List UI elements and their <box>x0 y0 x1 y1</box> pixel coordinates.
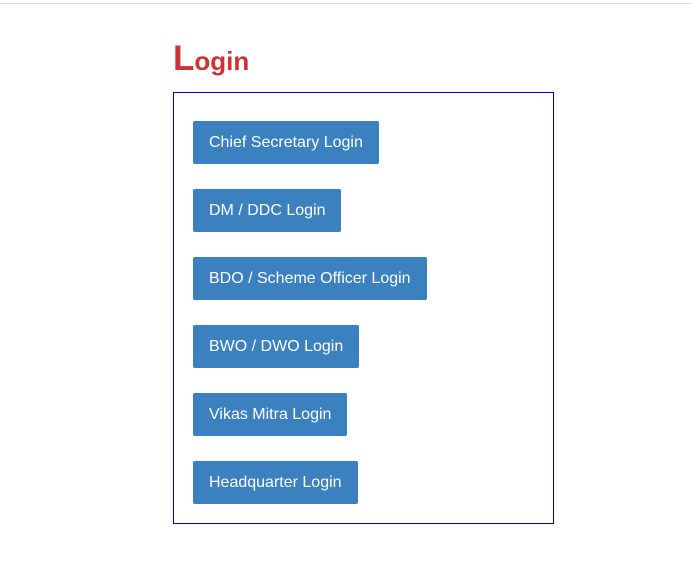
page-title-dropcap: L <box>173 39 195 78</box>
headquarter-login-button[interactable]: Headquarter Login <box>193 461 358 504</box>
login-button-list: Chief Secretary Login DM / DDC Login BDO… <box>193 121 427 504</box>
bwo-dwo-login-button[interactable]: BWO / DWO Login <box>193 325 360 368</box>
chief-secretary-login-button[interactable]: Chief Secretary Login <box>193 121 379 164</box>
page-title-rest: ogin <box>194 46 250 76</box>
login-panel: Chief Secretary Login DM / DDC Login BDO… <box>173 92 554 524</box>
vikas-mitra-login-button[interactable]: Vikas Mitra Login <box>193 393 348 436</box>
dm-ddc-login-button[interactable]: DM / DDC Login <box>193 189 342 232</box>
top-divider <box>0 3 692 4</box>
bdo-scheme-officer-login-button[interactable]: BDO / Scheme Officer Login <box>193 257 427 300</box>
page-title: Login <box>173 41 249 76</box>
